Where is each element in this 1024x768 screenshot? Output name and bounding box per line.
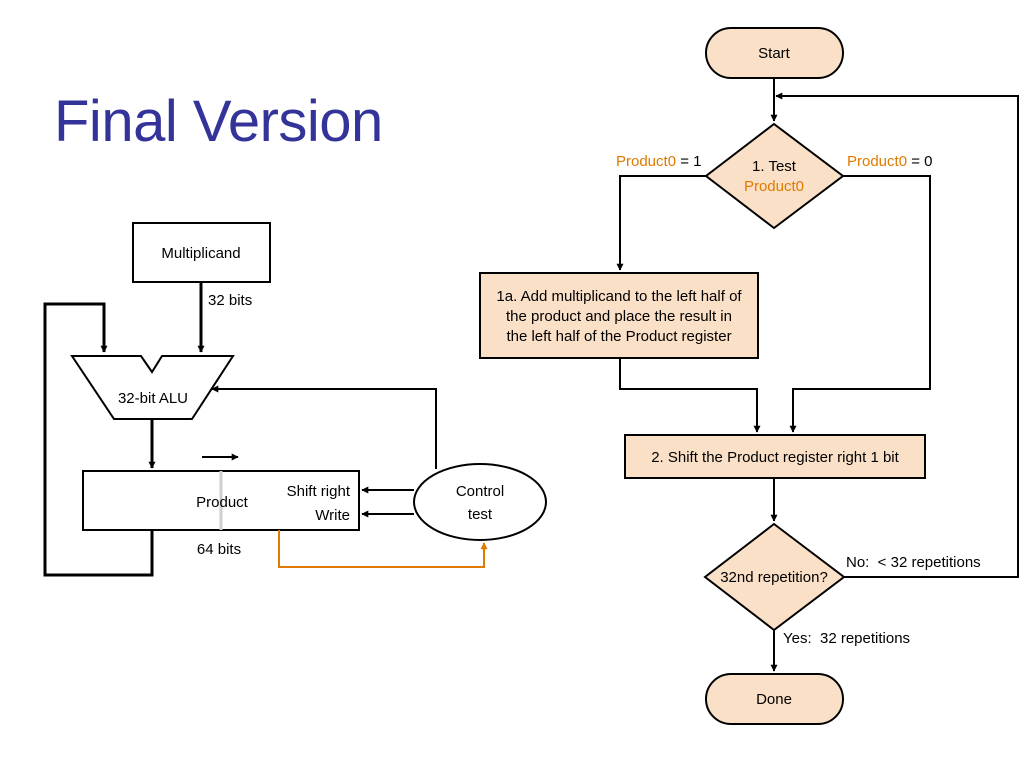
- product-feedback-loop: [43, 302, 154, 577]
- write-label: Write: [315, 507, 350, 524]
- alu: 32-bit ALU: [70, 355, 235, 420]
- loop-back-arrow: [775, 92, 1019, 578]
- flowchart: Start 1. Test Product0 Product0 = 1 Prod…: [479, 27, 1019, 725]
- right-branch-signal: Product0: [847, 153, 907, 170]
- multiplicand-label: Multiplicand: [161, 245, 240, 262]
- product-width-label: 64 bits: [197, 541, 241, 558]
- multiplicand-register: Multiplicand: [132, 222, 271, 283]
- yes-branch-label: Yes: 32 repetitions: [783, 630, 910, 647]
- step-1a-line-1: 1a. Add multiplicand to the left half of: [496, 288, 742, 305]
- start-node: Start: [705, 27, 844, 79]
- product-label: Product: [196, 494, 249, 511]
- done-node: Done: [705, 673, 844, 725]
- right-branch-label: Product0 = 0: [847, 153, 932, 170]
- right-branch-value: = 0: [907, 153, 932, 170]
- product-register: Product Shift right Write: [82, 470, 360, 531]
- left-branch-signal: Product0: [616, 153, 676, 170]
- test-product0-label: Product0: [744, 178, 804, 195]
- step-1a-to-step-2-arrow: [619, 358, 761, 433]
- hardware-diagram: Multiplicand 32 bits 32-bit ALU Product …: [43, 222, 547, 577]
- control-label: Control: [456, 483, 504, 500]
- repetition-label: 32nd repetition?: [720, 569, 828, 586]
- multiplicand-width-label: 32 bits: [208, 292, 252, 309]
- left-branch-label: Product0 = 1: [616, 153, 701, 170]
- alu-control-signal: [211, 385, 437, 469]
- product0-eq-0-arrow: [789, 175, 931, 433]
- step-2-label: 2. Shift the Product register right 1 bi…: [651, 449, 899, 466]
- alu-label: 32-bit ALU: [118, 390, 188, 407]
- step-2-box: 2. Shift the Product register right 1 bi…: [624, 434, 926, 479]
- repetition-decision: 32nd repetition?: [703, 522, 846, 632]
- step-1a-line-3: the left half of the Product register: [506, 328, 731, 345]
- control-test: Control test: [413, 463, 547, 541]
- shift-right-label: Shift right: [287, 483, 351, 500]
- test-label: test: [468, 506, 493, 523]
- done-label: Done: [756, 691, 792, 708]
- step-1a-line-2: the product and place the result in: [506, 308, 732, 325]
- product0-eq-1-arrow: [616, 175, 706, 271]
- left-branch-value: = 1: [676, 153, 701, 170]
- slide-title: Final Version: [54, 89, 383, 154]
- no-branch-label: No: < 32 repetitions: [846, 554, 981, 571]
- test-product0-decision: 1. Test Product0: [704, 122, 845, 230]
- step-1a-box: 1a. Add multiplicand to the left half of…: [479, 272, 759, 359]
- product0-feed-line: [278, 530, 488, 568]
- start-label: Start: [758, 45, 791, 62]
- test-label: 1. Test: [752, 158, 797, 175]
